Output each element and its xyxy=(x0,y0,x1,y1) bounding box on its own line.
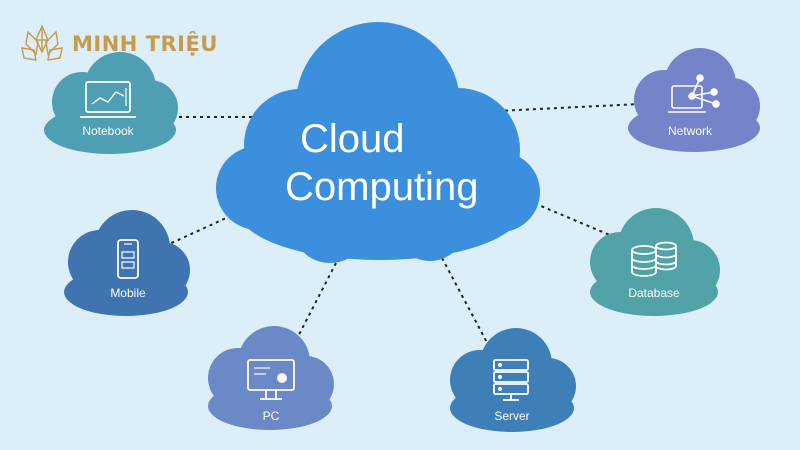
laptop-chart-icon xyxy=(80,81,136,118)
node-label-pc: PC xyxy=(263,409,280,423)
node-label-server: Server xyxy=(494,409,529,423)
cloud-title-line1: Cloud xyxy=(300,117,405,161)
node-network: Network xyxy=(628,48,760,152)
connector-server xyxy=(441,257,492,351)
database-icon xyxy=(631,241,677,277)
server-rack-icon xyxy=(493,359,529,401)
node-label-notebook: Notebook xyxy=(82,124,134,138)
node-notebook: Notebook xyxy=(44,52,178,154)
node-pc: PC xyxy=(208,326,334,430)
connector-network xyxy=(476,103,641,113)
mobile-phone-icon xyxy=(117,239,139,279)
node-label-database: Database xyxy=(628,286,680,300)
brand-logo: MINH TRIỆU xyxy=(18,22,218,66)
connector-pc xyxy=(289,262,337,353)
central-cloud: Cloud Computing xyxy=(216,22,540,263)
node-server: Server xyxy=(450,328,576,432)
connector-mobile xyxy=(164,207,249,247)
network-hub-icon xyxy=(668,74,720,113)
node-database: Database xyxy=(590,208,720,316)
node-label-mobile: Mobile xyxy=(110,286,146,300)
cloud-title-line2: Computing xyxy=(285,165,478,209)
node-mobile: Mobile xyxy=(64,210,190,316)
crystal-lotus-icon xyxy=(21,24,63,61)
desktop-monitor-icon xyxy=(247,359,295,400)
brand-name: MINH TRIỆU xyxy=(72,32,218,56)
node-label-network: Network xyxy=(668,124,713,138)
